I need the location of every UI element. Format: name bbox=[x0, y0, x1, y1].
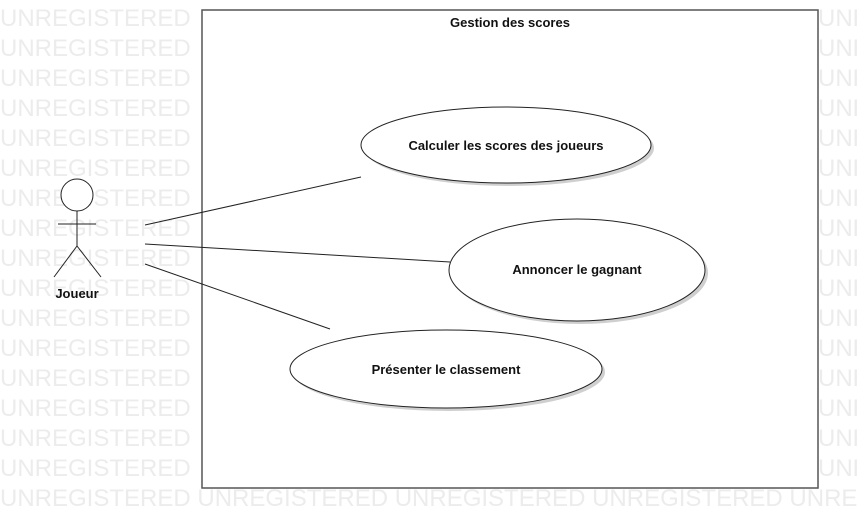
use-case-ellipse bbox=[448, 218, 706, 322]
use-case-calculer-scores[interactable]: Calculer les scores des joueurs bbox=[360, 106, 654, 186]
use-case-label: Présenter le classement bbox=[372, 362, 522, 377]
use-case-label: Annoncer le gagnant bbox=[512, 262, 642, 277]
system-title: Gestion des scores bbox=[450, 15, 570, 30]
actor-head bbox=[60, 178, 94, 212]
use-case-presenter-classement[interactable]: Présenter le classement bbox=[289, 329, 605, 411]
association-line-presenter[interactable] bbox=[144, 263, 331, 330]
actor-left-leg bbox=[53, 245, 78, 278]
actor-joueur[interactable]: Joueur bbox=[53, 178, 102, 301]
actor-right-leg bbox=[76, 245, 102, 278]
actor-name: Joueur bbox=[55, 286, 98, 301]
association-line-annoncer[interactable] bbox=[144, 243, 451, 263]
association-line-calculer[interactable] bbox=[144, 176, 362, 226]
use-case-label: Calculer les scores des joueurs bbox=[408, 138, 603, 153]
use-case-annoncer-gagnant[interactable]: Annoncer le gagnant bbox=[448, 218, 708, 324]
use-case-ellipse bbox=[360, 106, 652, 184]
use-case-ellipse bbox=[289, 329, 603, 409]
